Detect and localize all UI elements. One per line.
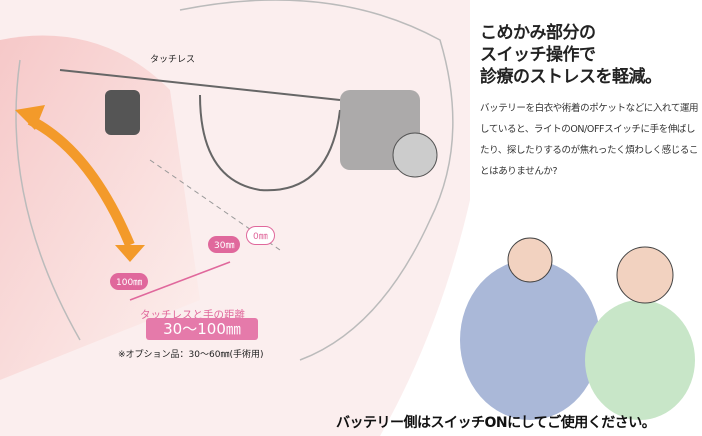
face-outline [179,0,454,361]
touchless-sensor [105,90,140,135]
footer-note: バッテリー側はスイッチONにしてご使用ください。 [336,415,656,431]
body-text: バッテリーを白衣や術着のポケットなどに入れて運用していると、ライトのON/OFF… [480,103,699,177]
option-note: ※オプション品：30〜60㎜(手術用) [118,350,264,360]
headline-line: 診療のストレスを軽減。 [480,67,662,87]
headline: こめかみ部分の スイッチ操作で 診療のストレスを軽減。 [480,22,662,88]
patient-illustration [585,300,695,420]
swing-arrow-icon [27,115,135,247]
headline-line: こめかみ部分の [480,23,596,43]
headline-line: スイッチ操作で [480,45,596,65]
bubble-30mm: 30㎜ [208,236,241,253]
dentist-illustration [460,260,600,420]
distance-value: 30〜100㎜ [146,318,258,340]
distance-arrow [129,261,231,301]
bubble-100mm: 100㎜ [110,273,149,290]
bubble-0mm: 0㎜ [246,226,275,245]
sensor-label: タッチレス [150,55,196,65]
glasses [59,69,341,192]
